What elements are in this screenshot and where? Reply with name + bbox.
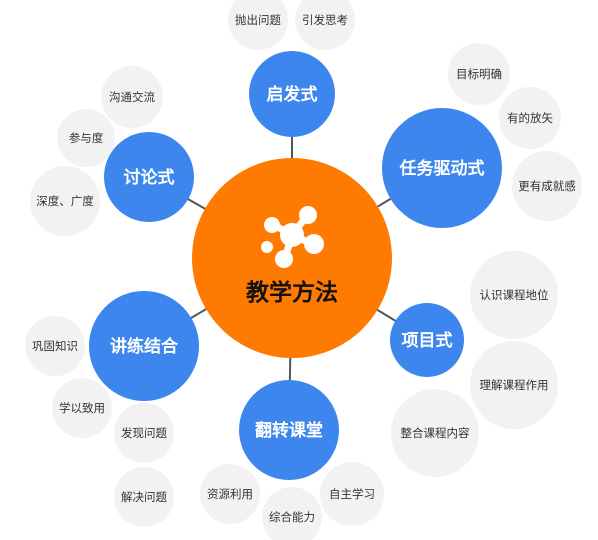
leaf-node: 引发思考	[295, 0, 355, 50]
leaf-circle	[499, 87, 561, 149]
branch-circle	[89, 291, 199, 401]
center-label: 教学方法	[246, 279, 338, 306]
leaf-label: 更有成就感	[518, 179, 576, 193]
branch-label: 项目式	[402, 330, 453, 351]
leaf-label: 引发思考	[302, 13, 348, 27]
branch-node-fanzhuanketang: 翻转课堂	[239, 380, 339, 480]
leaf-label: 沟通交流	[109, 90, 155, 104]
leaf-circle	[228, 0, 288, 50]
branch-label: 任务驱动式	[399, 158, 485, 179]
leaf-node: 参与度	[57, 109, 115, 167]
leaf-node: 有的放矢	[499, 87, 561, 149]
branch-node-renwuqudongshi: 任务驱动式	[382, 108, 502, 228]
leaf-circle	[114, 403, 174, 463]
leaf-circle	[57, 109, 115, 167]
leaf-circle	[30, 166, 100, 236]
center-node: 教学方法	[192, 158, 392, 358]
leaf-label: 自主学习	[329, 487, 375, 501]
leaf-label: 解决问题	[121, 490, 167, 504]
branch-label: 启发式	[267, 84, 318, 105]
leaf-node: 认识课程地位	[470, 251, 558, 339]
molecule-icon	[261, 206, 324, 268]
leaf-circle	[448, 43, 510, 105]
leaf-node: 发现问题	[114, 403, 174, 463]
branch-circle	[104, 132, 194, 222]
leaf-node: 自主学习	[320, 462, 384, 526]
leaf-node: 综合能力	[262, 487, 322, 540]
branch-node-qifashi: 启发式	[249, 51, 335, 137]
leaf-nodes: 抛出问题 引发思考目标明确有的放矢更有成就感认识课程地位理解课程作用整合课程内容资…	[25, 0, 582, 540]
branch-label: 讨论式	[124, 167, 175, 188]
leaf-circle	[101, 66, 163, 128]
leaf-label: 理解课程作用	[480, 378, 549, 392]
leaf-label: 参与度	[69, 131, 104, 145]
leaf-label: 发现问题	[121, 426, 167, 440]
leaf-circle	[200, 464, 260, 524]
leaf-label: 整合课程内容	[401, 426, 470, 440]
branch-node-xiangmushi: 项目式	[390, 303, 464, 377]
leaf-circle	[391, 389, 479, 477]
leaf-node: 深度、广度	[30, 166, 100, 236]
leaf-label: 综合能力	[269, 510, 315, 524]
leaf-circle	[52, 378, 112, 438]
leaf-label: 有的放矢	[507, 111, 553, 125]
branch-node-taolunshi: 讨论式	[104, 132, 194, 222]
leaf-circle	[320, 462, 384, 526]
leaf-label: 抛出问题	[235, 13, 281, 27]
leaf-label: 学以致用	[59, 401, 105, 415]
leaf-node: 巩固知识	[25, 316, 85, 376]
leaf-circle	[25, 316, 85, 376]
branch-circle	[239, 380, 339, 480]
leaf-node: 沟通交流	[101, 66, 163, 128]
leaf-node: 目标明确	[448, 43, 510, 105]
leaf-circle	[295, 0, 355, 50]
leaf-node: 学以致用	[52, 378, 112, 438]
leaf-node: 抛出问题	[228, 0, 288, 50]
leaf-node: 资源利用	[200, 464, 260, 524]
branch-circle	[390, 303, 464, 377]
branch-circle	[382, 108, 502, 228]
branch-label: 讲练结合	[110, 336, 179, 357]
branch-label: 翻转课堂	[255, 420, 323, 441]
leaf-node: 整合课程内容	[391, 389, 479, 477]
leaf-circle	[512, 151, 582, 221]
leaf-circle	[262, 487, 322, 540]
leaf-label: 目标明确	[456, 67, 502, 81]
leaf-circle	[470, 341, 558, 429]
leaf-circle	[470, 251, 558, 339]
leaf-label: 深度、广度	[36, 194, 94, 208]
leaf-label: 巩固知识	[32, 339, 78, 353]
leaf-label: 认识课程地位	[480, 288, 549, 302]
leaf-node: 解决问题	[114, 467, 174, 527]
leaf-label: 资源利用	[207, 487, 253, 501]
leaf-node: 更有成就感	[512, 151, 582, 221]
leaf-node: 理解课程作用	[470, 341, 558, 429]
leaf-circle	[114, 467, 174, 527]
branch-circle	[249, 51, 335, 137]
branch-node-jianglianjiehe: 讲练结合	[89, 291, 199, 401]
